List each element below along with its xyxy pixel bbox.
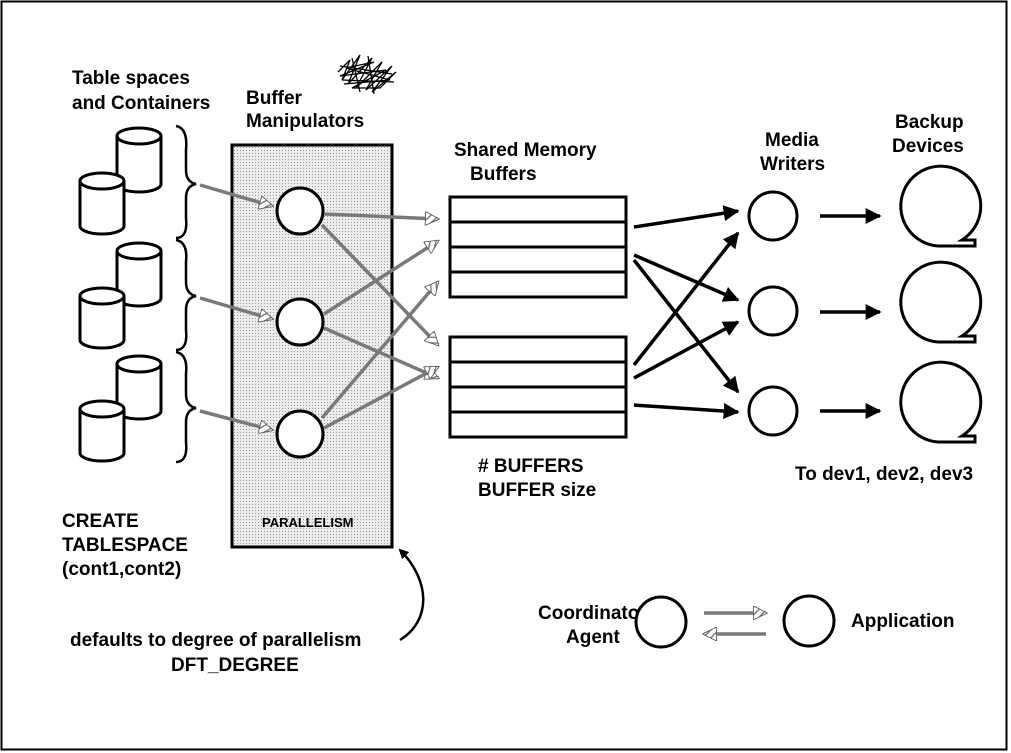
brace-3 <box>175 350 197 464</box>
shared-buffer-1 <box>448 195 628 299</box>
brace-1 <box>175 124 197 240</box>
backup-devices-label-1: Backup <box>895 112 964 133</box>
buffer-manipulator-2 <box>275 297 325 347</box>
shared-memory-label-1: Shared Memory <box>454 140 597 161</box>
scribble-icon <box>337 54 397 95</box>
flow-arrow <box>632 231 740 367</box>
buffer-size-label: BUFFER size <box>478 480 596 501</box>
to-devices-label: To dev1, dev2, dev3 <box>795 464 973 485</box>
flow-arrow <box>323 326 438 378</box>
buffer-manipulator-3 <box>275 409 325 459</box>
media-writer-3 <box>747 385 799 437</box>
flow-arrow <box>632 258 740 394</box>
flow-arrow <box>199 409 272 430</box>
cylinder-icon <box>78 286 126 350</box>
cylinder-icon <box>115 354 163 421</box>
flow-arrow <box>199 183 272 206</box>
coordinator-agent-circle <box>634 595 688 649</box>
create-label-1: CREATE <box>62 511 139 532</box>
brace-2 <box>175 238 197 352</box>
container-group-1 <box>78 126 163 236</box>
buffer-manipulators-label-2: Manipulators <box>246 111 364 132</box>
flow-arrow <box>633 205 740 229</box>
coordinator-label-2: Agent <box>566 627 621 648</box>
create-label-2: TABLESPACE <box>62 535 188 556</box>
coordinator-label-1: Coordinator <box>538 603 647 624</box>
application-label: Application <box>851 611 954 632</box>
flow-arrow <box>633 253 740 302</box>
buffer-manipulator-1 <box>275 186 325 236</box>
buffers-count-label: # BUFFERS <box>478 456 584 477</box>
buffer-manipulators-label-1: Buffer <box>246 88 303 109</box>
flow-arrow <box>323 367 438 430</box>
media-writers-label-2: Writers <box>760 154 825 175</box>
tape-reel-icon <box>899 164 983 248</box>
backup-devices-label-2: Devices <box>892 136 964 157</box>
defaults-label-1: defaults to degree of parallelism <box>70 630 361 651</box>
annotation-arrow <box>398 548 425 642</box>
cylinder-icon <box>78 399 126 463</box>
defaults-label-2: DFT_DEGREE <box>171 655 299 676</box>
media-writer-2 <box>747 285 799 337</box>
tape-reel-icon <box>899 260 983 344</box>
flow-arrow <box>633 320 740 380</box>
flow-arrow <box>320 223 438 345</box>
containers-label: and Containers <box>72 93 210 114</box>
container-group-3 <box>78 354 163 463</box>
flow-arrow <box>323 241 438 316</box>
cylinder-icon <box>78 171 126 236</box>
table-spaces-label: Table spaces <box>72 68 190 89</box>
tape-reel-icon <box>899 360 983 444</box>
media-writers-label-1: Media <box>765 130 819 151</box>
flow-arrow <box>320 282 438 420</box>
flow-arrow <box>199 296 272 319</box>
create-label-3: (cont1,cont2) <box>62 559 181 580</box>
application-circle <box>782 594 836 648</box>
flow-arrow <box>323 214 438 219</box>
container-group-2 <box>78 241 163 350</box>
media-writer-1 <box>747 190 799 242</box>
flow-arrow <box>633 403 740 420</box>
parallelism-label: PARALLELISM <box>262 515 353 530</box>
shared-buffer-2 <box>448 335 628 439</box>
shared-memory-label-2: Buffers <box>470 164 537 185</box>
